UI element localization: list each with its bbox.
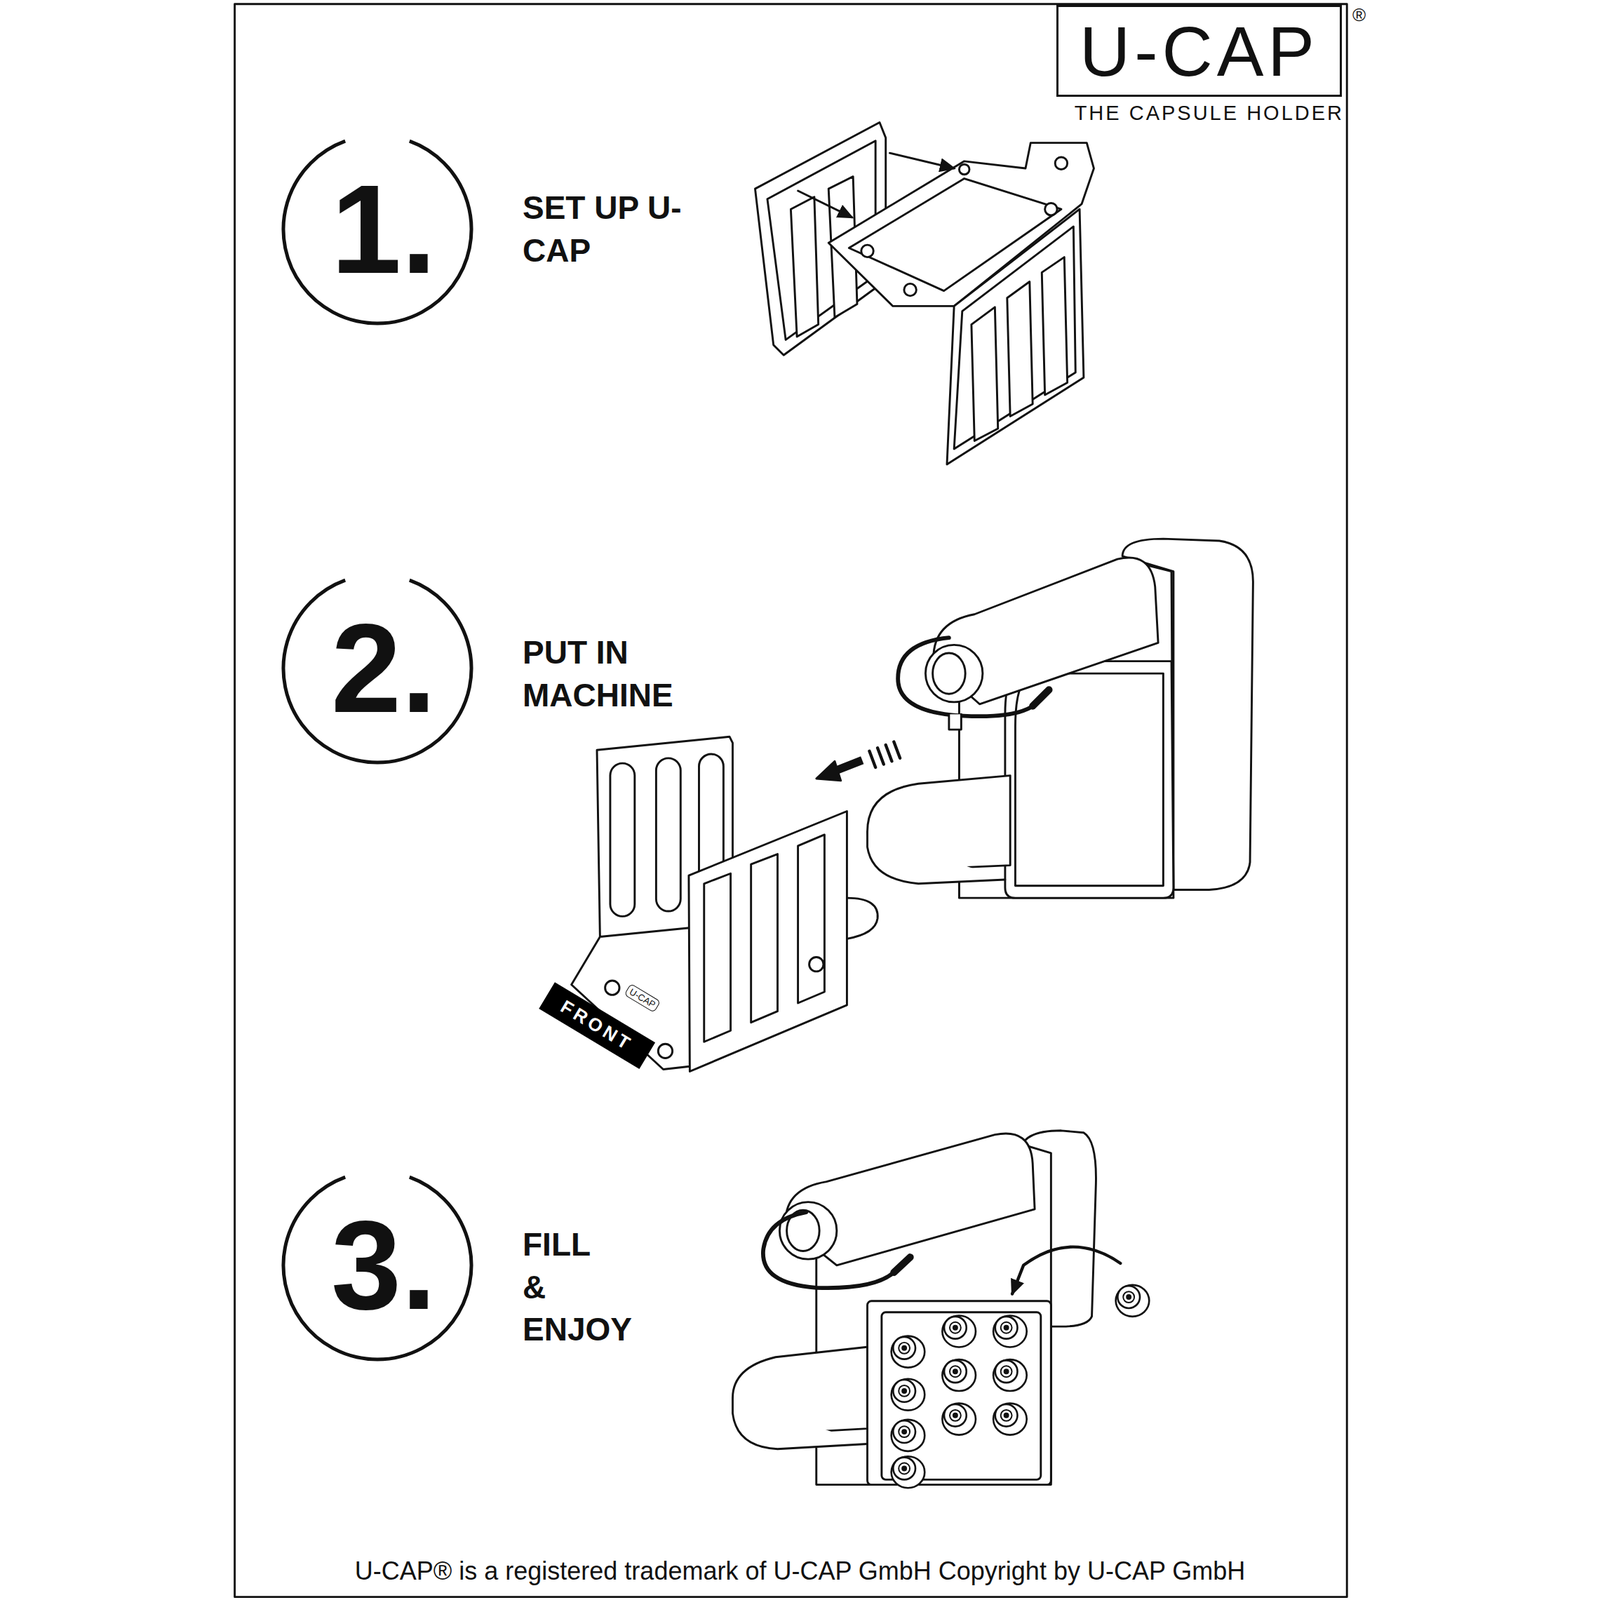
- step-circle: 1.: [280, 132, 475, 327]
- base-hole: [1045, 202, 1058, 215]
- head-front: [779, 1202, 837, 1260]
- head-front-inner: [932, 653, 966, 694]
- insert-arrow: [816, 742, 900, 781]
- capsule-slot: [704, 873, 731, 1042]
- capsule-slot: [790, 197, 818, 337]
- circle-arc: [283, 580, 472, 763]
- node-text: 3.: [318, 1202, 437, 1329]
- capsule: [993, 1315, 1027, 1348]
- front-panel: [1005, 661, 1174, 898]
- nozzle: [949, 714, 961, 730]
- base-hole: [861, 244, 874, 257]
- front-panel-inner: [1014, 673, 1163, 886]
- drip-tray-edge: [867, 831, 1006, 884]
- lever-tip: [893, 1256, 910, 1273]
- copyright-caption: U-CAP® is a registered trademark of U-CA…: [0, 1558, 1600, 1584]
- capsule: [942, 1315, 976, 1348]
- page-border: [234, 4, 1348, 1598]
- capsule-slot: [798, 834, 825, 1004]
- holder-inner: [881, 1312, 1041, 1481]
- loose-capsule: [1116, 1285, 1150, 1317]
- drip-tray-edge: [732, 1397, 867, 1450]
- capsule: [891, 1456, 926, 1488]
- front-panel: [688, 811, 847, 1072]
- base-hole: [657, 1043, 672, 1058]
- side-panel: [946, 209, 1084, 465]
- holder-exploded: [754, 122, 1094, 465]
- capsule: [942, 1359, 976, 1391]
- capsule-slot: [655, 758, 681, 912]
- node-text: 2.: [318, 605, 437, 732]
- base-tab: [846, 897, 878, 939]
- circle-arc: [283, 140, 472, 324]
- base-hole: [904, 283, 917, 296]
- lever: [897, 637, 1036, 717]
- node-text: U-CAP: [1079, 16, 1319, 87]
- lever-tip: [1032, 689, 1049, 706]
- capsule-slot: [971, 307, 999, 442]
- base-hole: [809, 957, 824, 972]
- head-front: [925, 644, 983, 702]
- holder-front: [867, 1301, 1052, 1485]
- step-title: SET UP U-CAP: [522, 186, 684, 272]
- base-hole: [605, 980, 620, 995]
- capsule: [993, 1359, 1027, 1391]
- node-text: FRONT: [557, 996, 637, 1054]
- logo-box: U-CAPTHE CAPSULE HOLDER: [1056, 4, 1342, 97]
- assembly-arrow: [798, 190, 853, 218]
- capsule: [891, 1379, 926, 1411]
- capsule: [942, 1403, 976, 1436]
- brand-mark: U-CAP: [623, 983, 661, 1013]
- node-text: 1.: [318, 166, 437, 293]
- step-title: PUT IN MACHINE: [522, 631, 705, 717]
- capsule: [993, 1403, 1027, 1436]
- capsule-slot: [1007, 281, 1033, 417]
- capsule-slot: [610, 763, 635, 917]
- step-circle: 2.: [280, 571, 475, 766]
- fill-arrow: [1012, 1247, 1121, 1295]
- step-title: FILL & ENJOY: [522, 1223, 663, 1351]
- logo-subtitle: THE CAPSULE HOLDER: [1074, 103, 1344, 124]
- capsules: [891, 1285, 1150, 1488]
- panel-frame: [953, 226, 1076, 449]
- base-hole: [958, 164, 970, 175]
- step-circle: 3.: [280, 1168, 475, 1363]
- assembly-arrow: [890, 152, 955, 169]
- capsule: [891, 1336, 926, 1368]
- coffee-machine: [867, 538, 1254, 898]
- registered-mark: ®: [1352, 5, 1366, 24]
- coffee-machine-filled: [732, 1130, 1096, 1485]
- capsule: [891, 1419, 926, 1452]
- circle-arc: [283, 1177, 472, 1360]
- capsule-slot: [1041, 257, 1067, 395]
- base-hole: [1054, 157, 1067, 170]
- capsule-slot: [751, 854, 778, 1023]
- lever: [763, 1212, 896, 1288]
- arrow-head: [816, 761, 842, 781]
- arrow-hatch: [869, 742, 900, 768]
